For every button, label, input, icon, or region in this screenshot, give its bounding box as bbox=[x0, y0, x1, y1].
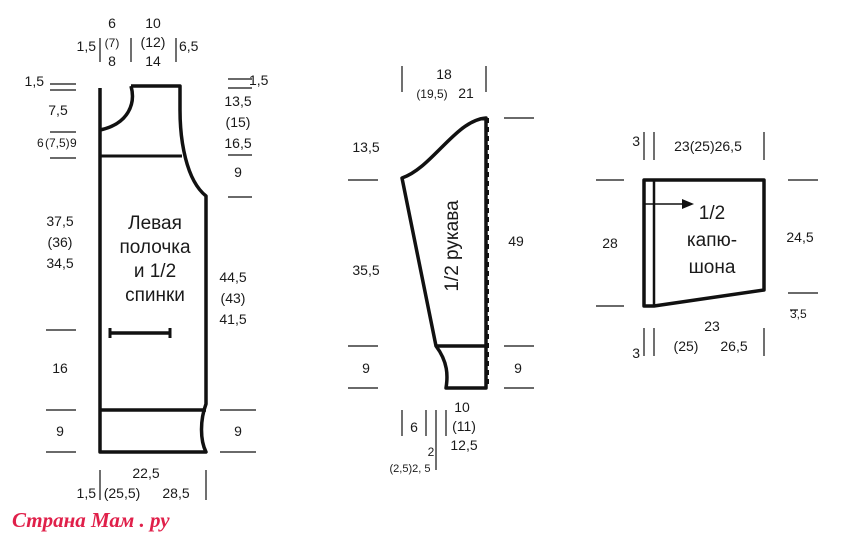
front-right-a: 1,5 bbox=[249, 72, 269, 88]
front-top-neck-3: 8 bbox=[108, 53, 116, 69]
front-bottom-ticks bbox=[99, 470, 207, 500]
front-left-length-3: 34,5 bbox=[46, 255, 73, 271]
sleeve-bottom-a: 6 bbox=[410, 419, 418, 435]
front-label-2: полочка bbox=[119, 237, 191, 258]
front-panel: Левая полочка и 1/2 спинки 6 (7) 8 10 (1… bbox=[25, 15, 269, 501]
front-right-side-1: 44,5 bbox=[219, 269, 246, 285]
front-top-shoulder-2: (12) bbox=[141, 34, 166, 50]
sleeve-bottom-ticks bbox=[401, 410, 447, 470]
front-bottom-width-1: 22,5 bbox=[132, 465, 159, 481]
hood-bottom-width-2: (25) bbox=[674, 338, 699, 354]
hood-bottom-a: 3 bbox=[632, 345, 640, 361]
sleeve-top-ticks bbox=[401, 66, 487, 92]
sleeve-bottom-b: 2 bbox=[428, 445, 435, 459]
front-top-neck-1: 6 bbox=[108, 15, 116, 31]
front-left-c-paren: (7,5) bbox=[45, 136, 70, 150]
front-right-ticks bbox=[220, 78, 256, 453]
front-top-shoulder-1: 10 bbox=[145, 15, 161, 31]
front-left-b: 7,5 bbox=[48, 102, 68, 118]
front-left-length-2: (36) bbox=[48, 234, 73, 250]
front-left-hem: 16 bbox=[52, 360, 68, 376]
sleeve-top-2: (19,5) bbox=[416, 87, 447, 101]
front-neckline bbox=[99, 85, 135, 132]
hood-label-3: шона bbox=[689, 257, 736, 278]
front-outline bbox=[98, 84, 208, 454]
front-label-4: спинки bbox=[125, 285, 185, 306]
sleeve-bottom-width-3: 12,5 bbox=[450, 437, 477, 453]
hood-label-2: капю- bbox=[687, 230, 737, 251]
front-top-left: 1,5 bbox=[77, 38, 97, 54]
hood-left: 28 bbox=[602, 235, 618, 251]
sleeve-left-length: 35,5 bbox=[352, 262, 379, 278]
front-right-armhole-3: 16,5 bbox=[224, 135, 251, 151]
sleeve-label: 1/2 рукава bbox=[442, 200, 463, 292]
front-right-armhole-2: (15) bbox=[226, 114, 251, 130]
site-watermark: Страна Мам . ру bbox=[12, 508, 170, 532]
hood-right-height: 24,5 bbox=[786, 229, 813, 245]
hood-top-ticks bbox=[643, 132, 765, 160]
front-bottom-left: 1,5 bbox=[77, 485, 97, 501]
sleeve-bottom-width-1: 10 bbox=[454, 399, 470, 415]
front-right-side-3: 41,5 bbox=[219, 311, 246, 327]
hood-arrow-head bbox=[682, 199, 694, 209]
front-top-neck-2: (7) bbox=[105, 36, 120, 50]
front-top-ticks bbox=[99, 38, 177, 62]
hood-right-drop: 3,5 bbox=[790, 307, 807, 321]
sleeve-right-ticks bbox=[504, 117, 534, 389]
hood-right-ticks bbox=[788, 179, 818, 294]
hood-top-a: 3 bbox=[632, 133, 640, 149]
hood-top-width: 23(25)26,5 bbox=[674, 138, 742, 154]
sleeve-top-1: 18 bbox=[436, 66, 452, 82]
front-bottom-width-3: 28,5 bbox=[162, 485, 189, 501]
front-left-a: 1,5 bbox=[25, 73, 45, 89]
sleeve-outline bbox=[400, 116, 488, 390]
front-top-shoulder-3: 14 bbox=[145, 53, 161, 69]
front-right-curve: 9 bbox=[234, 164, 242, 180]
sleeve-bottom-width-2: (11) bbox=[452, 418, 476, 434]
front-left-c-main: 6 bbox=[37, 136, 44, 150]
sleeve-panel: 1/2 рукава 18 (19,5) 21 13,5 35,5 9 49 9 bbox=[348, 66, 534, 475]
front-right-band: 9 bbox=[234, 423, 242, 439]
sleeve-left-cap: 13,5 bbox=[352, 139, 379, 155]
sleeve-bottom-c: (2,5)2, 5 bbox=[390, 463, 431, 475]
front-label-3: и 1/2 bbox=[134, 261, 176, 282]
sleeve-right-cuff: 9 bbox=[514, 360, 522, 376]
front-left-length-1: 37,5 bbox=[46, 213, 73, 229]
front-label-1: Левая bbox=[128, 213, 182, 234]
sleeve-top-3: 21 bbox=[458, 85, 474, 101]
front-right-side-2: (43) bbox=[221, 290, 246, 306]
sleeve-left-ticks bbox=[348, 179, 378, 389]
hood-panel: 1/2 капю- шона 3 23(25)26,5 28 24,5 3,5 bbox=[596, 132, 818, 361]
front-top-right: 6,5 bbox=[179, 38, 199, 54]
hood-bottom-width-3: 26,5 bbox=[720, 338, 747, 354]
front-left-c-end: 9 bbox=[70, 136, 77, 150]
hood-bottom-ticks bbox=[643, 328, 765, 356]
front-right-armhole-1: 13,5 bbox=[224, 93, 251, 109]
front-left-ticks bbox=[46, 83, 76, 453]
hood-outline bbox=[642, 178, 766, 308]
hood-label-1: 1/2 bbox=[699, 203, 725, 224]
front-bottom-width-2: (25,5) bbox=[104, 485, 141, 501]
hood-bottom-width-1: 23 bbox=[704, 318, 720, 334]
hood-left-ticks bbox=[596, 179, 624, 307]
sleeve-right-length: 49 bbox=[508, 233, 524, 249]
sleeve-left-cuff: 9 bbox=[362, 360, 370, 376]
front-left-band: 9 bbox=[56, 423, 64, 439]
